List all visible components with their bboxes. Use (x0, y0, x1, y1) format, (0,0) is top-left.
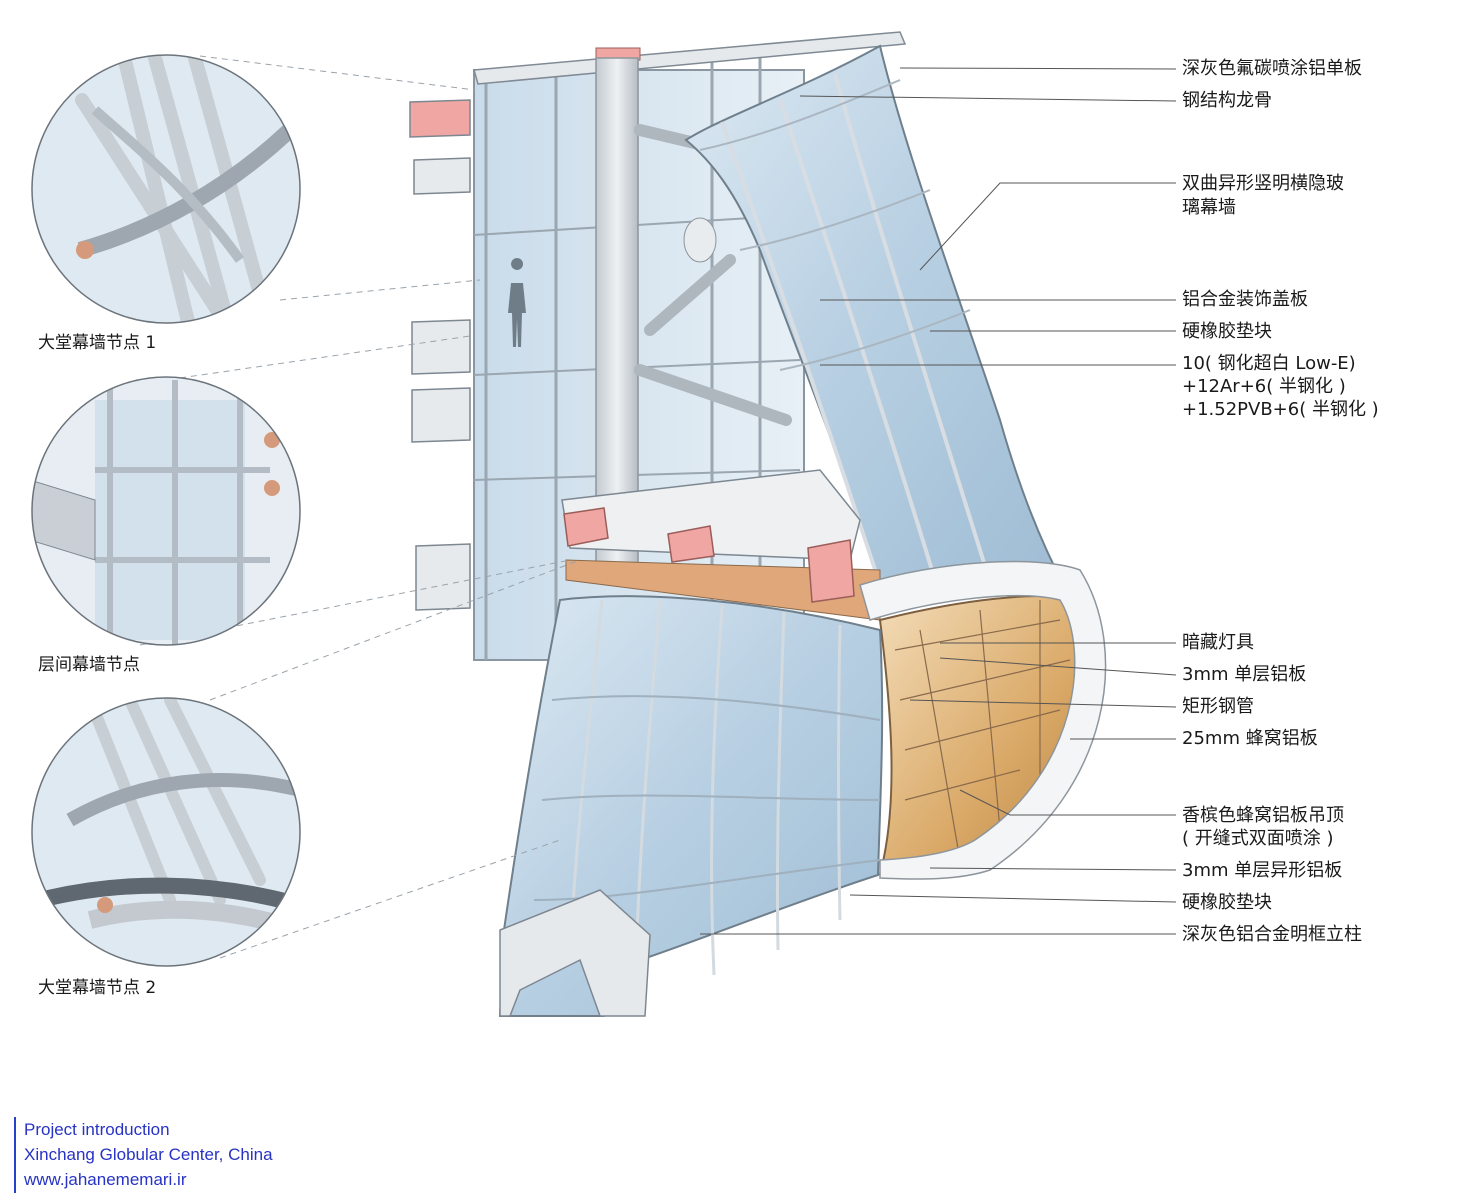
callout-label: 矩形钢管 (1182, 696, 1254, 717)
callout-label: 香槟色蜂窝铝板吊顶 (1182, 805, 1344, 826)
callout-label: +12Ar+6( 半钢化 ) (1182, 376, 1346, 397)
callout-label: 硬橡胶垫块 (1182, 321, 1272, 342)
callout-label: +1.52PVB+6( 半钢化 ) (1182, 399, 1379, 420)
callout-label: 璃幕墙 (1182, 197, 1236, 218)
callout-label: 3mm 单层铝板 (1182, 664, 1307, 685)
callout-label: 暗藏灯具 (1182, 632, 1254, 653)
callout-label: 10( 钢化超白 Low-E) (1182, 353, 1356, 374)
callout-label: 硬橡胶垫块 (1182, 892, 1272, 913)
callout-label: 深灰色氟碳喷涂铝单板 (1182, 58, 1362, 79)
leader-lines (700, 67, 1177, 935)
detail-caption-2: 层间幕墙节点 (38, 655, 140, 675)
callout-label: 双曲异形竖明横隐玻 (1182, 173, 1344, 194)
detail-caption-3: 大堂幕墙节点 2 (38, 978, 157, 998)
credit-title: Project introduction (24, 1120, 170, 1139)
detail-caption-1: 大堂幕墙节点 1 (38, 333, 157, 353)
callout-label: 3mm 单层异形铝板 (1182, 860, 1343, 881)
detail-circle-2 (31, 376, 301, 646)
callout-label: 深灰色铝合金明框立柱 (1182, 924, 1362, 945)
credit-website[interactable]: www.jahanememari.ir (24, 1170, 187, 1189)
building-section-illustration (409, 31, 1107, 1017)
callout-label: 钢结构龙骨 (1182, 90, 1272, 111)
credit-project: Xinchang Globular Center, China (24, 1145, 273, 1164)
callout-label: 铝合金装饰盖板 (1182, 289, 1308, 310)
callout-label: 25mm 蜂窝铝板 (1182, 728, 1318, 749)
detail-circle-3 (31, 697, 301, 967)
credits-block: Project introduction Xinchang Globular C… (14, 1117, 354, 1193)
detail-dashed-lines (139, 55, 581, 959)
detail-circle-1 (31, 54, 301, 324)
callout-label: ( 开缝式双面喷涂 ) (1182, 828, 1334, 849)
